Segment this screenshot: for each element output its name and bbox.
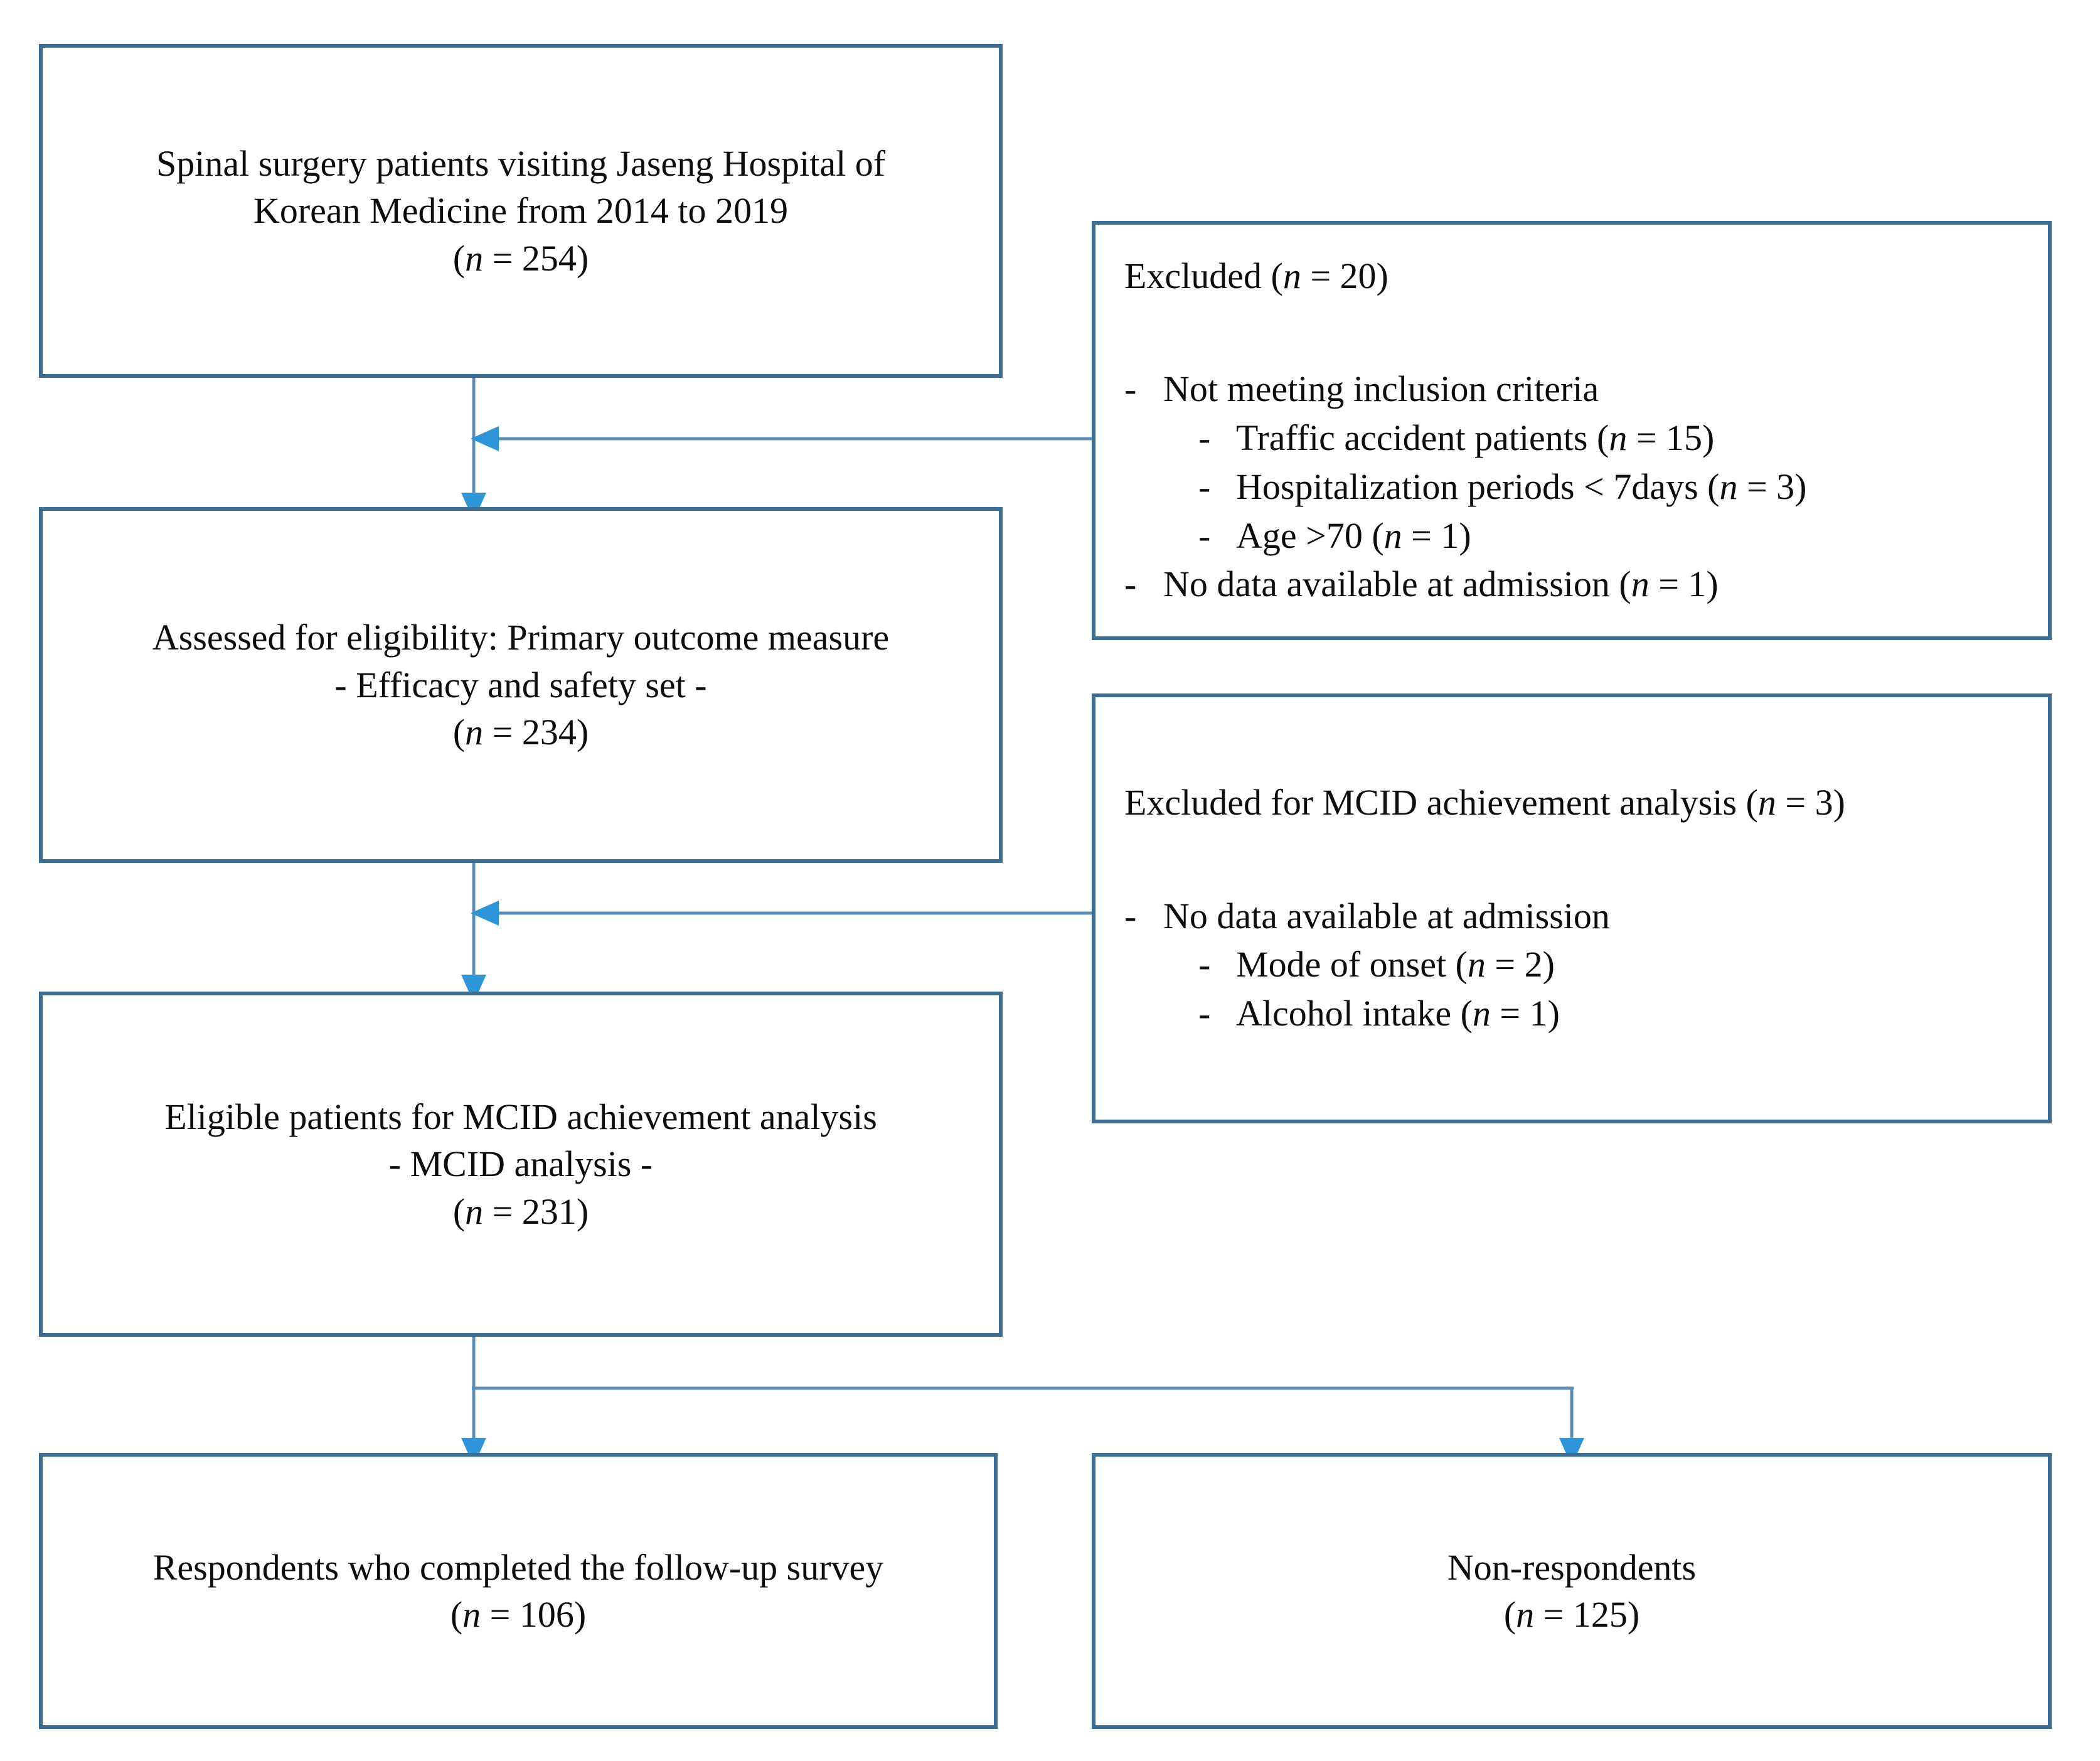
bullet-dash-icon: - <box>1198 466 1211 507</box>
eligibility-line-2: - Efficacy and safety set - <box>334 664 707 705</box>
excluded-mcid-item-0-child-1: - Alcohol intake (n = 1) <box>1198 989 1560 1038</box>
excluded-enrollment-item-0: - Not meeting inclusion criteria <box>1124 365 1599 414</box>
excluded-enrollment-item-0-child-2: - Age >70 (n = 1) <box>1198 511 1471 560</box>
bullet-dash-icon: - <box>1198 993 1211 1034</box>
node-respondents: Respondents who completed the follow-up … <box>39 1453 998 1729</box>
excluded-enrollment-item-0-child-1-text: Hospitalization periods < 7days (n = 3) <box>1236 466 1807 507</box>
bullet-dash-icon: - <box>1198 515 1211 556</box>
excluded-mcid-item-0-text: No data available at admission <box>1163 895 1610 936</box>
eligibility-count: (n = 234) <box>452 712 589 753</box>
excluded-enrollment-item-0-child-2-text: Age >70 (n = 1) <box>1236 515 1471 556</box>
respondents-line-1: Respondents who completed the follow-up … <box>152 1546 884 1588</box>
excluded-enrollment-item-1: - No data available at admission (n = 1) <box>1124 560 1719 609</box>
mcid-eligible-line-2: - MCID analysis - <box>388 1143 653 1185</box>
eligibility-line-1: Assessed for eligibility: Primary outcom… <box>152 617 890 658</box>
excluded-enrollment-item-0-child-1: - Hospitalization periods < 7days (n = 3… <box>1198 463 1807 511</box>
node-non-respondents: Non-respondents (n = 125) <box>1092 1453 2052 1729</box>
excluded-mcid-item-0-child-0: - Mode of onset (n = 2) <box>1198 940 1555 989</box>
excluded-enrollment-item-1-text: No data available at admission (n = 1) <box>1163 564 1719 605</box>
excluded-mcid-item-0-child-0-text: Mode of onset (n = 2) <box>1236 944 1555 985</box>
non-respondents-line-1: Non-respondents <box>1447 1546 1697 1588</box>
node-eligibility: Assessed for eligibility: Primary outcom… <box>39 507 1003 863</box>
excluded-enrollment-item-0-text: Not meeting inclusion criteria <box>1163 368 1599 410</box>
bullet-dash-icon: - <box>1198 944 1211 985</box>
mcid-eligible-line-1: Eligible patients for MCID achievement a… <box>164 1096 877 1137</box>
bullet-dash-icon: - <box>1124 564 1137 605</box>
excluded-mcid-item-0-child-1-text: Alcohol intake (n = 1) <box>1236 993 1560 1034</box>
node-enrollment: Spinal surgery patients visiting Jaseng … <box>39 44 1003 378</box>
node-mcid-eligible: Eligible patients for MCID achievement a… <box>39 992 1003 1337</box>
non-respondents-count: (n = 125) <box>1503 1594 1640 1635</box>
bullet-dash-icon: - <box>1124 368 1137 410</box>
enrollment-count: (n = 254) <box>452 237 589 279</box>
respondents-count: (n = 106) <box>450 1594 587 1635</box>
node-excluded-enrollment: Excluded (n = 20) - Not meeting inclusio… <box>1092 221 2052 640</box>
excluded-enrollment-heading: Excluded (n = 20) <box>1124 255 1388 296</box>
enrollment-line-1: Spinal surgery patients visiting Jaseng … <box>156 142 886 184</box>
excluded-mcid-heading: Excluded for MCID achievement analysis (… <box>1124 782 1845 823</box>
mcid-eligible-count: (n = 231) <box>452 1191 589 1232</box>
bullet-dash-icon: - <box>1198 417 1211 459</box>
excluded-enrollment-item-0-child-0-text: Traffic accident patients (n = 15) <box>1236 417 1715 459</box>
enrollment-line-2: Korean Medicine from 2014 to 2019 <box>253 190 789 232</box>
node-excluded-mcid: Excluded for MCID achievement analysis (… <box>1092 693 2052 1123</box>
bullet-dash-icon: - <box>1124 895 1137 936</box>
excluded-mcid-item-0: - No data available at admission <box>1124 892 1610 941</box>
excluded-enrollment-item-0-child-0: - Traffic accident patients (n = 15) <box>1198 414 1714 463</box>
